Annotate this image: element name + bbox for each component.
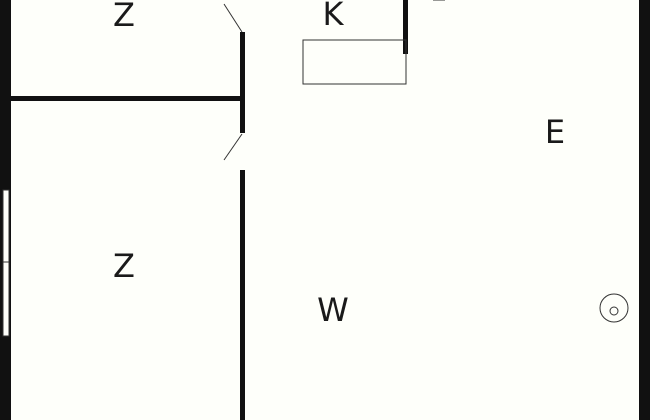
room-label-bedroom-top: Z [113,0,135,34]
room-label-kitchen: K [323,0,345,33]
partition-wall-upper [240,32,245,133]
door-bottom-bedroom [223,133,243,161]
interior-walls [11,0,408,420]
door-top-bedroom [223,3,243,33]
kitchen-counter [302,39,407,85]
partition-wall-lower [240,170,245,420]
wall-between-bedrooms [11,96,244,101]
window-left [2,189,10,337]
fixture-icon [599,293,629,323]
kitchen-wall-stub [403,0,408,54]
doors [223,0,445,161]
room-label-bedroom-bottom: Z [113,247,135,285]
room-label-living: W [317,291,349,329]
room-label-dining: E [545,113,565,151]
right-exterior-wall [639,0,650,420]
